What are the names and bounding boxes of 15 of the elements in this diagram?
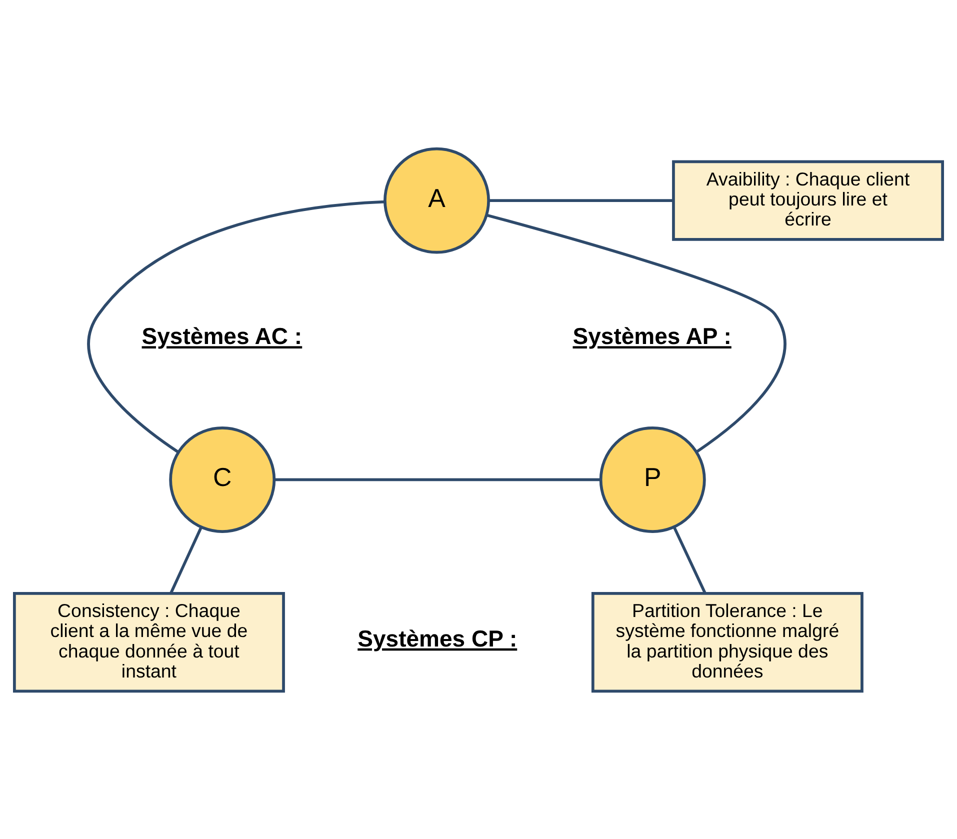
- label: Systèmes AP :: [572, 322, 732, 349]
- label: Systèmes CP :: [358, 624, 518, 651]
- connector: [87, 200, 385, 453]
- label: Systèmes AC :: [142, 322, 302, 349]
- node-box: Consistency : Chaque client a la même vue de chaque donnée à tout instant: [13, 591, 285, 692]
- connector: [488, 198, 674, 202]
- connector: [274, 478, 601, 481]
- node-box: Partition Tolerance : Le système fonctionne malgré la partition physique des données: [591, 591, 864, 692]
- node-box: Avaibility : Chaque client peut toujours lire et écrire: [672, 160, 944, 240]
- connector: [486, 213, 786, 452]
- node-circle: A: [384, 146, 490, 254]
- connector: [170, 526, 202, 594]
- node-circle: C: [169, 426, 276, 532]
- node-circle: P: [599, 426, 706, 532]
- connector: [672, 526, 706, 593]
